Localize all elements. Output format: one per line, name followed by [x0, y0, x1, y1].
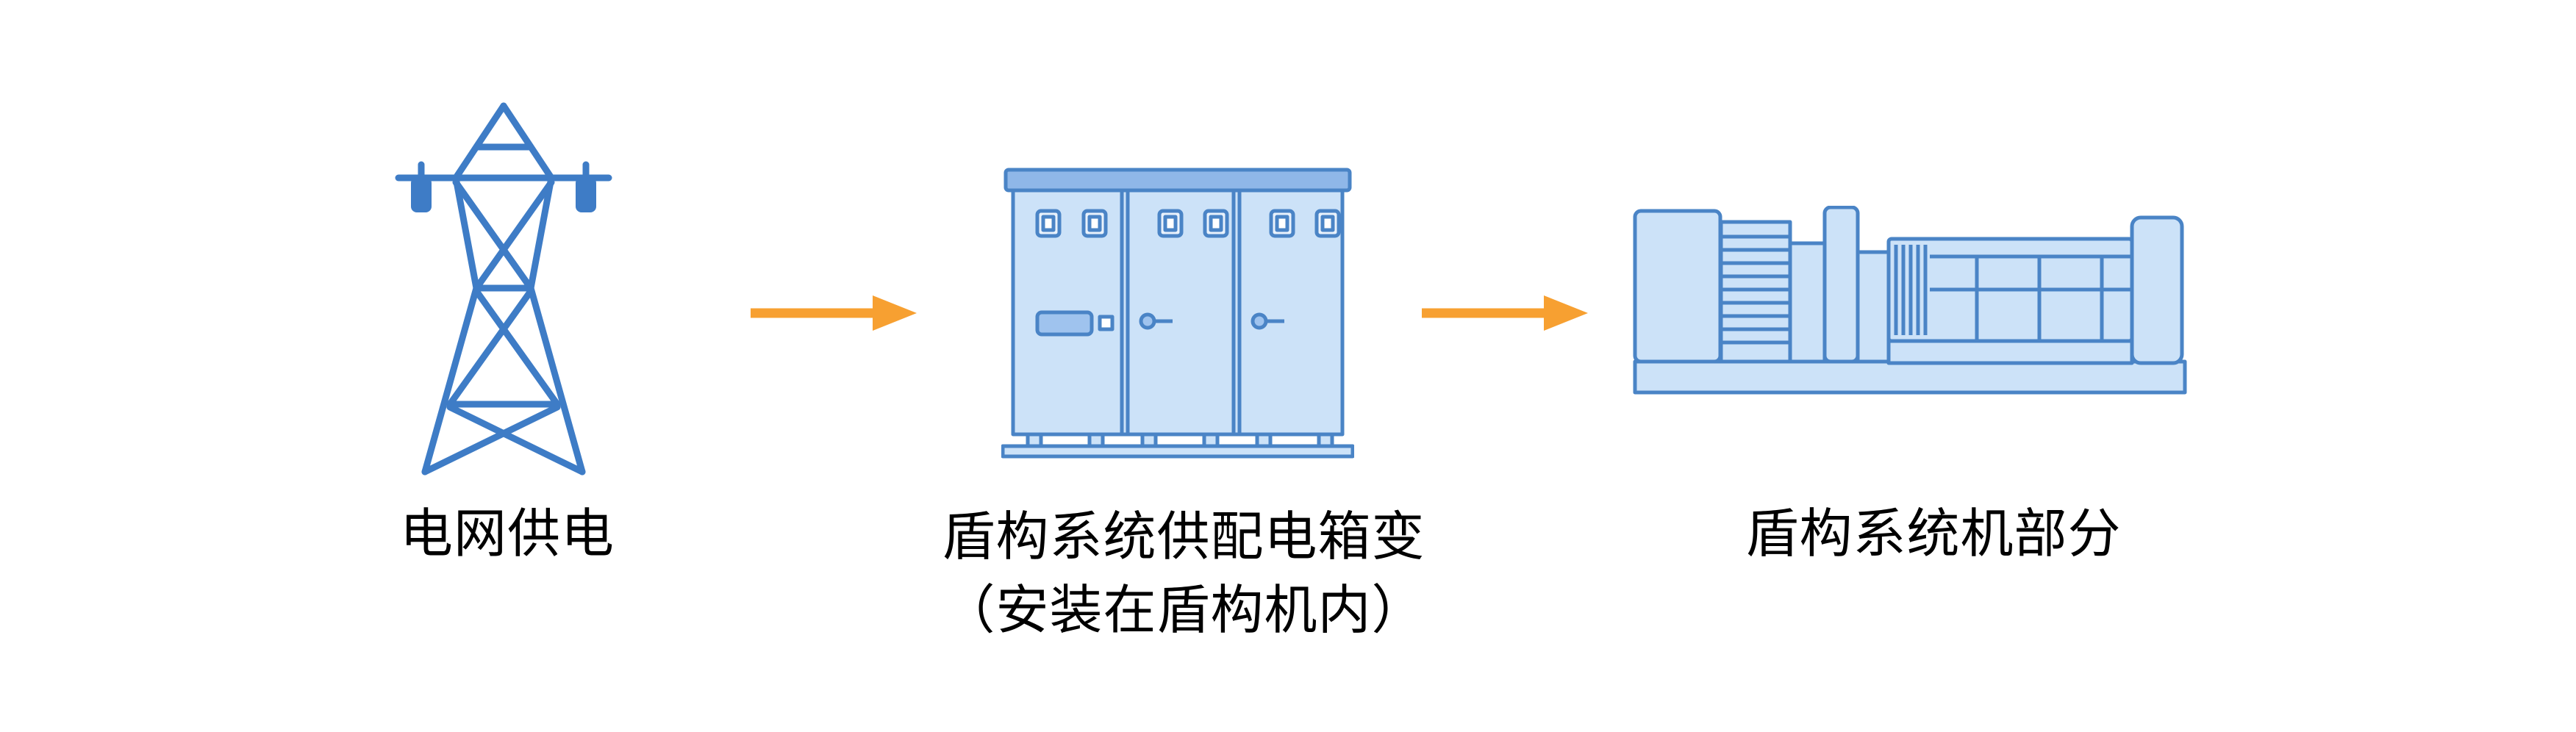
- arrow-right-icon: [1417, 291, 1591, 335]
- arrow-right-svg: [751, 295, 917, 331]
- transmission-tower-icon: [382, 96, 625, 481]
- shield-machine-label: 盾构系统机部分: [1745, 505, 2122, 564]
- arrow-right-svg: [1422, 295, 1588, 331]
- arrow-right-icon: [746, 291, 920, 335]
- distribution-cabinet-label-line2: （安装在盾构机内）: [942, 581, 1425, 640]
- distribution-cabinet-label-line1: 盾构系统供配电箱变: [942, 508, 1425, 567]
- shield-machine-icon: [1632, 206, 2191, 406]
- power-distribution-cabinet-icon: [1001, 165, 1354, 474]
- transmission-tower-svg: [395, 102, 612, 476]
- grid-power-label: 电网供电: [399, 505, 615, 564]
- power-distribution-cabinet-svg: [1001, 168, 1354, 459]
- distribution-cabinet-label: 盾构系统供配电箱变 （安装在盾构机内）: [853, 500, 1514, 647]
- shield-machine-svg: [1633, 206, 2187, 395]
